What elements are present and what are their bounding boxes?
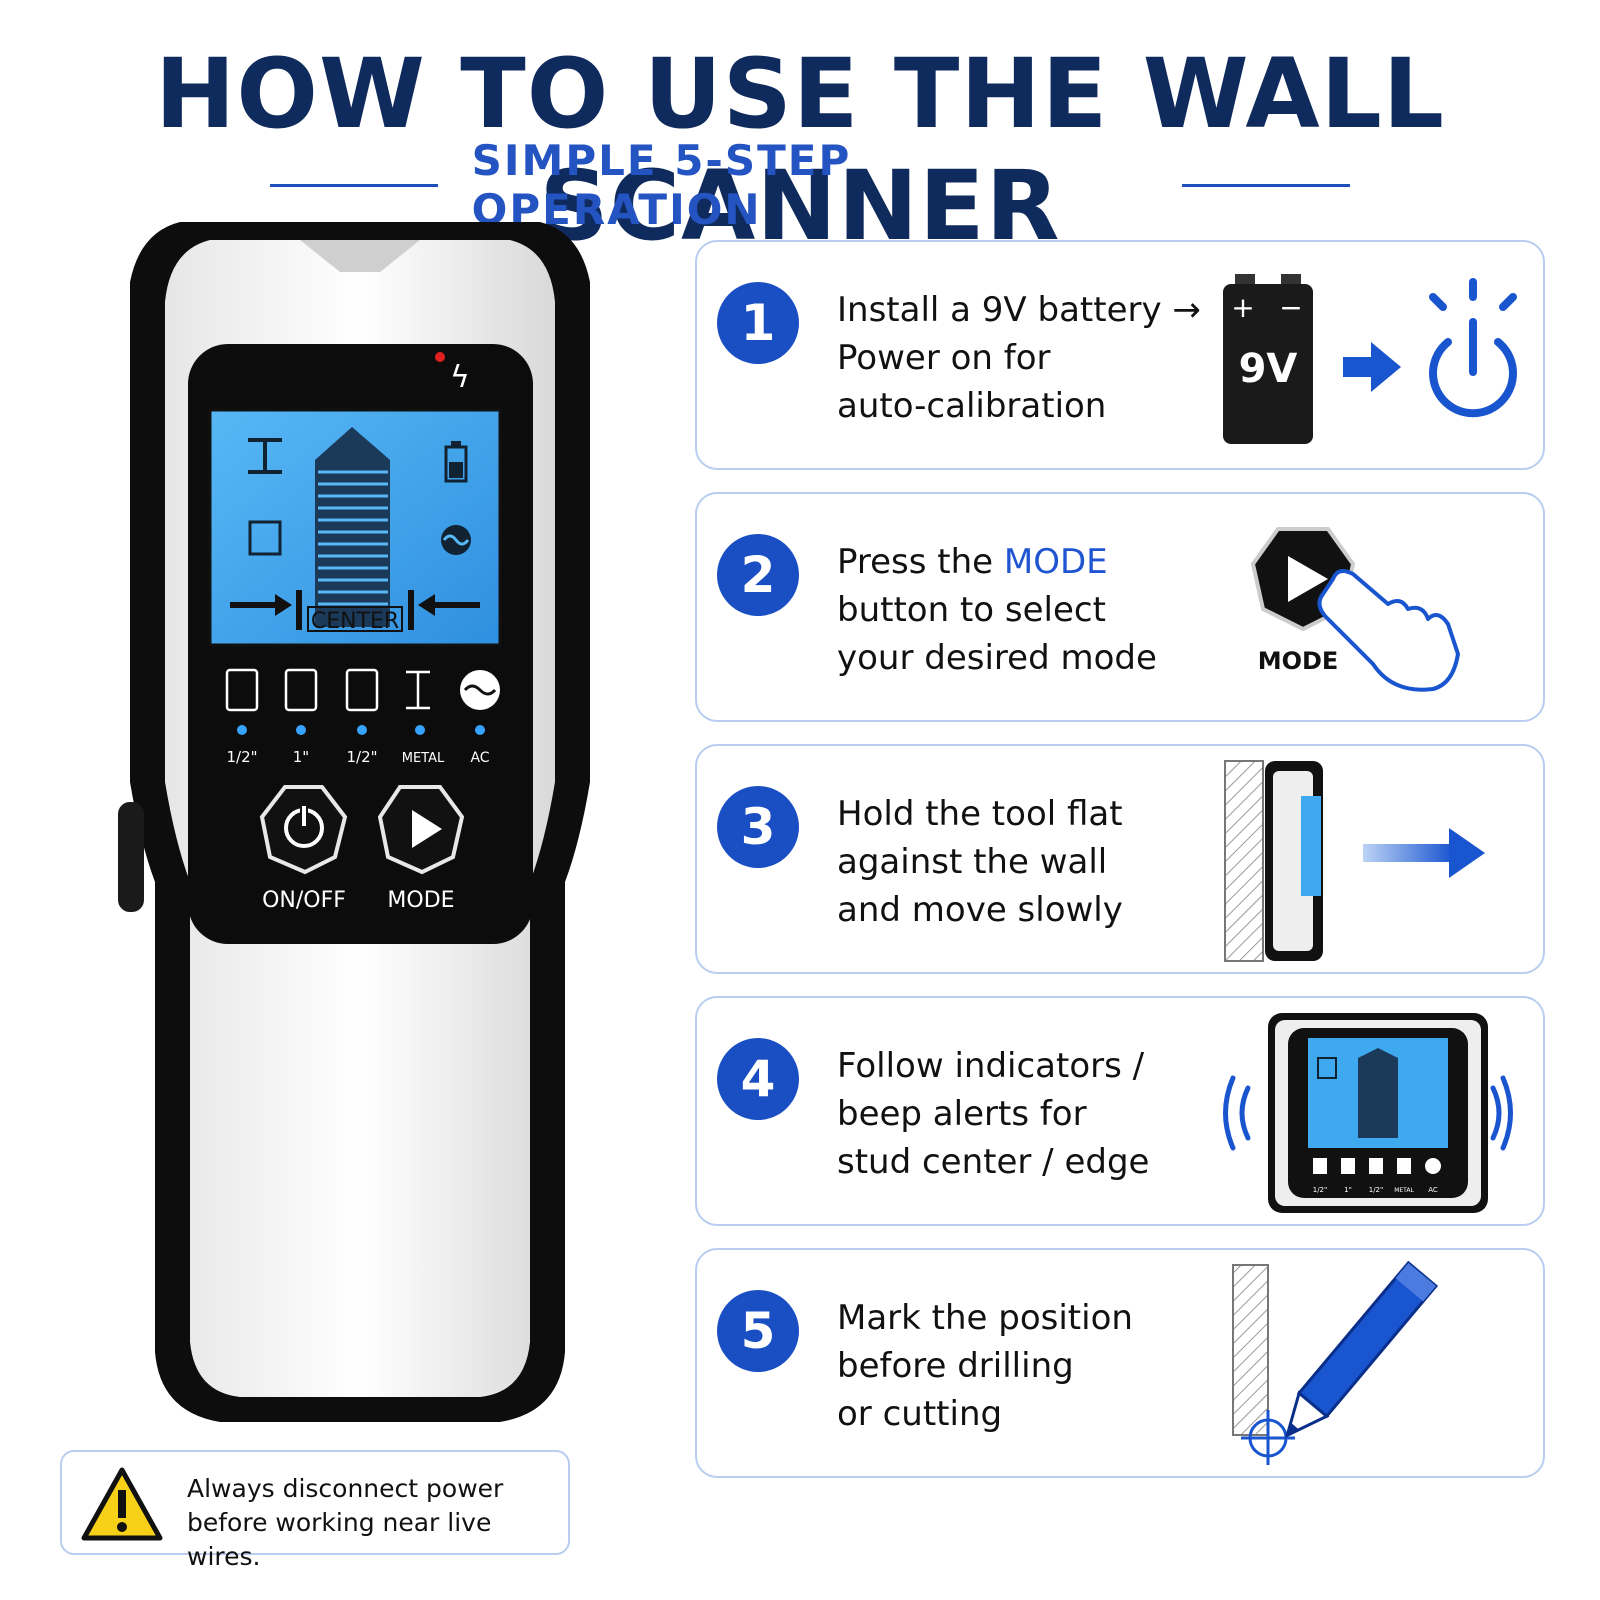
warning-triangle-icon — [81, 1467, 163, 1541]
step-2-line-2: button to select — [837, 590, 1106, 630]
mode-button[interactable] — [377, 785, 465, 875]
wood-stud-icon — [248, 520, 282, 556]
step-4-line-2: beep alerts for — [837, 1094, 1087, 1134]
power-led — [435, 352, 445, 362]
lightning-icon: ϟ — [450, 360, 470, 395]
step-3-line-3: and move slowly — [837, 890, 1123, 930]
step-3-card: 3 Hold the tool flat against the wall an… — [695, 744, 1545, 974]
step-2-line-1: Press the MODE — [837, 538, 1217, 586]
battery-icon — [444, 441, 468, 483]
step-1-card: 1 Install a 9V battery → Power on for au… — [695, 240, 1545, 470]
wall-hatch-5 — [1232, 1264, 1269, 1436]
signal-bar-graph — [315, 427, 390, 627]
subtitle-divider-left — [270, 183, 438, 187]
mode-indicator-leds — [237, 725, 485, 735]
step-5-line-1: Mark the position — [837, 1298, 1133, 1338]
step-3-illustration — [1224, 760, 1485, 962]
step-1-line-3: auto-calibration — [837, 386, 1107, 426]
mode-label-5: AC — [470, 750, 489, 766]
move-arrow-icon — [1363, 828, 1485, 878]
warning-text: Always disconnect power before working n… — [187, 1472, 567, 1574]
step-2-mode-label: MODE — [1258, 647, 1339, 675]
step-2-line-3: your desired mode — [837, 638, 1157, 678]
step-4-illustration: 1/2" 1" 1/2" METAL AC — [1223, 1013, 1513, 1213]
step-4-number: 4 — [717, 1038, 799, 1120]
center-arrow-right — [408, 590, 480, 630]
step-3-line-1: Hold the tool flat — [837, 794, 1123, 834]
svg-text:−: − — [1279, 291, 1302, 324]
beep-waves-right-icon — [1490, 1075, 1513, 1151]
step-3-line-2: against the wall — [837, 842, 1108, 882]
step-4-line-1: Follow indicators / — [837, 1046, 1145, 1086]
step-5-number: 5 — [717, 1290, 799, 1372]
step-3-number: 3 — [717, 786, 799, 868]
mode-label-1: 1/2" — [226, 748, 257, 766]
onoff-button[interactable] — [259, 785, 348, 875]
step-1-line-1: Install a 9V battery → — [837, 290, 1201, 330]
onoff-label: ON/OFF — [262, 888, 346, 913]
warning-line-1: Always disconnect power — [187, 1474, 504, 1503]
step-1-text: Install a 9V battery → Power on for auto… — [837, 286, 1217, 430]
mini-label-3: 1/2" — [1369, 1186, 1384, 1194]
scanner-side-view — [1265, 761, 1323, 961]
subtitle: SIMPLE 5-STEP OPERATION — [471, 136, 852, 234]
step-2-line-1-pre: Press the — [837, 542, 1004, 582]
step-4-text: Follow indicators / beep alerts for stud… — [837, 1042, 1217, 1186]
metal-i-beam-icon — [248, 438, 282, 474]
step-2-card: 2 Press the MODE button to select your d… — [695, 492, 1545, 722]
mode-icons-row — [225, 668, 430, 712]
step-3-text: Hold the tool flat against the wall and … — [837, 790, 1217, 934]
step-5-line-2: before drilling — [837, 1346, 1074, 1386]
crosshair-mark-icon — [1241, 1410, 1295, 1465]
step-2-number: 2 — [717, 534, 799, 616]
side-button[interactable] — [118, 802, 144, 912]
subtitle-row: SIMPLE 5-STEP OPERATION — [270, 136, 1351, 234]
center-label-box — [307, 606, 403, 632]
page-title: HOW TO USE THE WALL SCANNER — [155, 38, 1445, 262]
step-4-line-3: stud center / edge — [837, 1142, 1150, 1182]
wall-hatch — [1224, 760, 1264, 962]
step-1-number: 1 — [717, 282, 799, 364]
mini-label-2: 1" — [1344, 1186, 1352, 1194]
step-1-line-2: Power on for — [837, 338, 1051, 378]
step-1-illustration: + − 9V — [1223, 274, 1517, 444]
step-4-card: 4 Follow indicators / beep alerts for st… — [695, 996, 1545, 1226]
battery-9v-icon: + − 9V — [1223, 274, 1313, 444]
step-2-mode-highlight: MODE — [1003, 542, 1108, 582]
scanner-front-mini — [1268, 1013, 1488, 1213]
mode-label-3: 1/2" — [346, 748, 377, 766]
screen-center-label: CENTER — [311, 609, 399, 634]
subtitle-divider-right — [1182, 183, 1351, 187]
step-5-card: 5 Mark the position before drilling or c… — [695, 1248, 1545, 1478]
step-2-illustration: MODE — [1250, 527, 1460, 692]
warning-line-2: before working near live wires. — [187, 1508, 492, 1571]
svg-text:9V: 9V — [1239, 346, 1298, 392]
warning-box: Always disconnect power before working n… — [60, 1450, 570, 1571]
pencil-icon — [1284, 1260, 1439, 1439]
wall-scanner-device: ϟ CENTER — [118, 222, 590, 1422]
mini-label-4: METAL — [1394, 1187, 1414, 1194]
mode-label-4: METAL — [402, 751, 445, 766]
power-icon — [1429, 278, 1517, 418]
arrow-right-icon — [1343, 342, 1401, 392]
mini-label-1: 1/2" — [1313, 1186, 1328, 1194]
step-5-illustration — [1232, 1260, 1439, 1465]
beep-waves-left-icon — [1223, 1075, 1251, 1151]
mini-label-5: AC — [1428, 1186, 1438, 1194]
pointing-hand-icon — [1317, 568, 1460, 692]
device-notch — [300, 240, 420, 272]
svg-text:+: + — [1231, 291, 1254, 324]
mode-button-label: MODE — [387, 888, 454, 913]
mode-label-2: 1" — [293, 748, 309, 766]
step-2-text: Press the MODE button to select your des… — [837, 538, 1217, 682]
center-arrow-left — [230, 590, 302, 630]
step-5-line-3: or cutting — [837, 1394, 1003, 1434]
step-5-text: Mark the position before drilling or cut… — [837, 1294, 1217, 1438]
